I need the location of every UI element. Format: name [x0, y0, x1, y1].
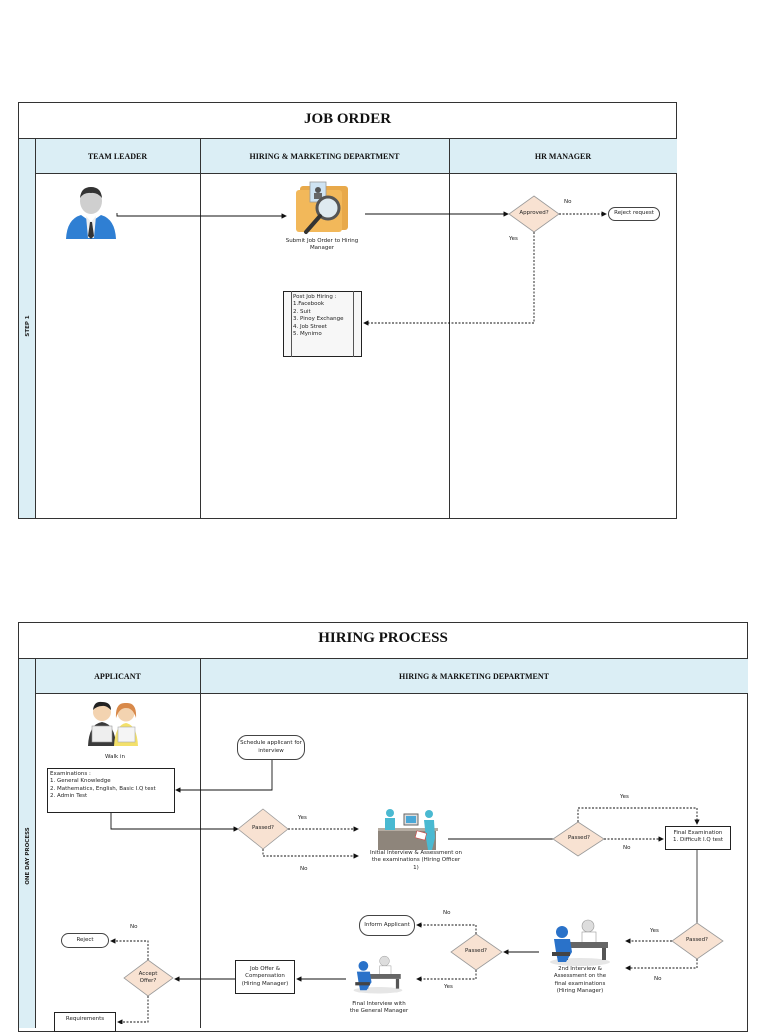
reject-terminal: Reject [61, 933, 109, 948]
process-box-edge [291, 291, 292, 357]
final-interview-desk-icon [353, 955, 403, 994]
submit-job-order-label: Submit Job Order to Hiring Manager [285, 238, 359, 252]
lane-team-leader: TEAM LEADER [87, 151, 148, 161]
post-job-item: 5. Mynimo [293, 331, 322, 338]
hiring-process-title: HIRING PROCESS [318, 630, 448, 646]
lane-hiring-marketing: HIRING & MARKETING DEPARTMENT [398, 671, 550, 681]
passed-label-4: Passed? [465, 948, 487, 954]
no-label: No [300, 866, 308, 872]
no-label: No [443, 910, 451, 916]
examination-item: 2. Mathematics, English, Basic I.Q test [50, 785, 156, 792]
post-job-item: 3. Pinoy Exchange [293, 316, 344, 323]
examination-item: 2. Admin Test [50, 793, 88, 800]
lane-divider [200, 658, 201, 1028]
passed-label-3: Passed? [686, 937, 708, 943]
no-label: No [654, 976, 662, 982]
initial-interview-desk-icon [378, 809, 438, 850]
yes-label: Yes [444, 984, 453, 990]
final-examination-box: Final Examination 1. Difficult I.Q test [665, 826, 731, 850]
lane-hiring-marketing: HIRING & MARKETING DEPARTMENT [249, 151, 400, 161]
passed-decision-2 [552, 821, 605, 857]
passed-label-2: Passed? [568, 835, 590, 841]
requirements-label: Requirements [65, 1016, 105, 1022]
second-interview-label: 2nd Interview & Assessment on the final … [553, 966, 607, 995]
second-interview-desk-icon [550, 919, 610, 966]
lane-divider [200, 138, 201, 518]
accept-offer-label: Accept Offer? [138, 971, 158, 985]
initial-interview-label: Initial Interview & Assessment on the ex… [370, 850, 462, 871]
lane-divider [449, 138, 450, 518]
examinations-box: Examinations : 1. General Knowledge 2. M… [47, 768, 175, 813]
post-job-item: 2. Suit [293, 308, 311, 315]
job-order-sidebar [19, 138, 36, 518]
post-job-item: 4. Job Street [293, 323, 327, 330]
job-order-folder-search-icon [296, 181, 348, 234]
walk-in-label: Walk in [105, 754, 125, 760]
connector-dashed-arrow [363, 232, 535, 326]
post-job-item: 1.Facebook [293, 301, 325, 308]
post-job-hiring-heading: Post Job Hiring : [293, 294, 337, 300]
process-box-edge [353, 291, 354, 357]
yes-label: Yes [650, 928, 659, 934]
team-leader-person-icon [66, 187, 116, 239]
inform-applicant-terminal: Inform Applicant [359, 915, 415, 936]
schedule-interview-terminal: Schedule applicant for interview [237, 735, 305, 760]
no-label: No [130, 924, 138, 930]
hiring-process-header: APPLICANT HIRING & MARKETING DEPARTMENT [35, 658, 748, 694]
examination-item: 1. General Knowledge [50, 778, 111, 785]
final-interview-label: Final Interview with the General Manager [349, 1001, 409, 1015]
job-order-title: JOB ORDER [303, 111, 392, 127]
lane-applicant: APPLICANT [94, 671, 141, 681]
connector-arrow [116, 213, 287, 219]
yes-label: Yes [620, 794, 629, 800]
reject-request-terminal: Reject request [608, 207, 660, 221]
no-label: No [564, 199, 572, 205]
final-examination-title: Final Examination [673, 830, 723, 836]
examinations-heading: Examinations : [50, 771, 91, 777]
hiring-process-sidebar [19, 658, 36, 1028]
yes-label: Yes [509, 236, 518, 242]
final-examination-item: 1. Difficult I.Q test [672, 837, 724, 844]
no-label: No [623, 845, 631, 851]
post-job-hiring-box: Post Job Hiring : 1.Facebook 2. Suit 3. … [283, 291, 362, 357]
job-offer-box: Job Offer & Compensation (Hiring Manager… [235, 960, 295, 994]
job-offer-label: Job Offer & Compensation (Hiring Manager… [241, 965, 289, 987]
yes-label: Yes [298, 815, 307, 821]
passed-label-1: Passed? [252, 825, 274, 831]
approved-decision-label: Approved? [519, 210, 549, 216]
lane-hr-manager: HR MANAGER [534, 151, 592, 161]
walk-in-applicants-icon [88, 701, 138, 746]
job-order-header: TEAM LEADER HIRING & MARKETING DEPARTMEN… [35, 138, 677, 174]
